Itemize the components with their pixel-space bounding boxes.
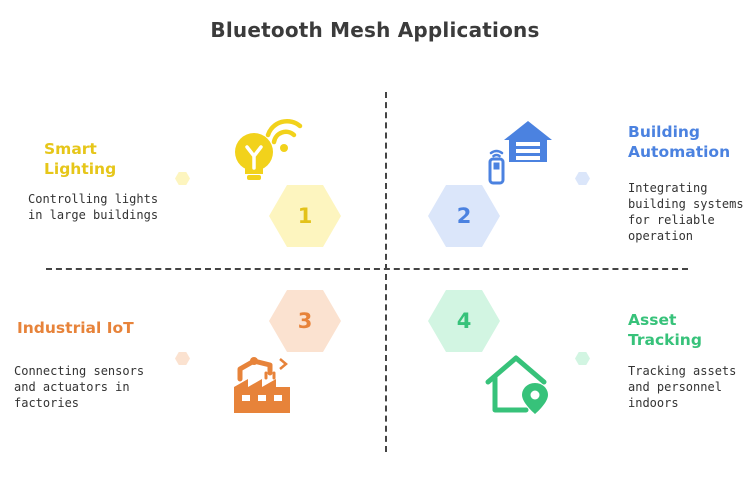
desc-line: building systems — [628, 197, 744, 211]
quadrant-3-dot — [175, 352, 190, 365]
desc-line: for reliable — [628, 213, 715, 227]
home-location-pin-icon — [485, 355, 548, 414]
smart-bulb-wifi-icon — [235, 118, 303, 180]
quadrant-2-number: 2 — [456, 204, 472, 228]
quadrant-4-heading: Asset Tracking — [628, 310, 702, 350]
vertical-divider — [385, 92, 387, 452]
quadrant-1-number: 1 — [297, 204, 313, 228]
quadrant-1-heading: Smart Lighting — [44, 139, 116, 179]
quadrant-2-dot — [575, 172, 590, 185]
desc-line: indoors — [628, 396, 679, 410]
quadrant-2-description: Integrating building systems for reliabl… — [628, 180, 744, 244]
heading-line: Industrial IoT — [17, 319, 134, 337]
desc-line: in large buildings — [28, 208, 159, 222]
quadrant-3-description: Connecting sensors and actuators in fact… — [14, 363, 144, 411]
heading-line: Lighting — [44, 160, 117, 178]
desc-line: Integrating — [628, 181, 708, 195]
quadrant-4-number: 4 — [456, 309, 472, 333]
desc-line: and actuators in — [14, 380, 130, 394]
quadrant-3-number: 3 — [297, 309, 313, 333]
quadrant-4-hexagon: 4 — [428, 290, 500, 352]
quadrant-2-heading: Building Automation — [628, 122, 730, 162]
desc-line: factories — [14, 396, 80, 410]
desc-line: Connecting sensors — [14, 364, 145, 378]
quadrant-1-description: Controlling lights in large buildings — [28, 191, 158, 223]
desc-line: operation — [628, 229, 694, 243]
quadrant-3-heading: Industrial IoT — [17, 318, 134, 338]
quadrant-3-hexagon: 3 — [269, 290, 341, 352]
horizontal-divider — [46, 268, 688, 270]
desc-line: Tracking assets — [628, 364, 737, 378]
quadrant-4-dot — [575, 352, 590, 365]
heading-line: Automation — [628, 143, 731, 161]
quadrant-2-hexagon: 2 — [428, 185, 500, 247]
factory-robot-arm-icon — [234, 357, 290, 413]
quadrant-1-dot — [175, 172, 190, 185]
desc-line: Controlling lights — [28, 192, 159, 206]
heading-line: Building — [628, 123, 701, 141]
desc-line: and personnel — [628, 380, 722, 394]
diagram-title: Bluetooth Mesh Applications — [210, 18, 540, 42]
smart-home-remote-icon — [488, 121, 552, 185]
heading-line: Smart — [44, 140, 97, 158]
quadrant-1-hexagon: 1 — [269, 185, 341, 247]
quadrant-4-description: Tracking assets and personnel indoors — [628, 363, 736, 411]
heading-line: Tracking — [628, 331, 702, 349]
heading-line: Asset — [628, 311, 677, 329]
